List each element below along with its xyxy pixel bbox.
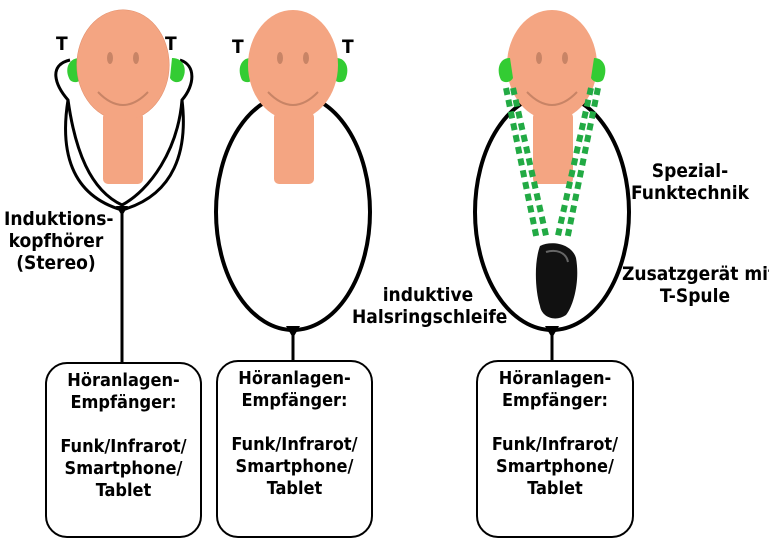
loop-junction-icon [286, 326, 300, 338]
head-icon [507, 10, 597, 120]
t-coil-marker-right: T [342, 36, 354, 58]
t-coil-marker-left: T [232, 36, 244, 58]
label-special-radio: Spezial- Funktechnik [630, 160, 750, 204]
panel-induction-headphones [56, 10, 192, 365]
label-t-coil-device: Zusatzgerät mit T-Spule [622, 263, 768, 307]
label-neck-loop: induktive Halsringschleife [352, 284, 504, 328]
neck-icon [533, 112, 573, 184]
panel-neck-loop [216, 10, 370, 362]
receiver-box-3: Höranlagen- Empfänger: Funk/Infrarot/ Sm… [476, 360, 634, 538]
t-coil-marker-right: T [165, 33, 177, 55]
loop-junction-icon [545, 326, 559, 338]
neck-icon [274, 112, 314, 184]
t-coil-device-icon [536, 243, 577, 318]
t-coil-marker-left: T [56, 33, 68, 55]
head-icon [248, 10, 338, 120]
receiver-box-2: Höranlagen- Empfänger: Funk/Infrarot/ Sm… [216, 360, 373, 538]
receiver-box-1: Höranlagen- Empfänger: Funk/Infrarot/ Sm… [45, 362, 202, 538]
neck-icon [103, 112, 143, 184]
label-induction-headphones: Induktions- kopfhörer (Stereo) [4, 208, 108, 274]
cable-junction-icon [116, 206, 128, 216]
